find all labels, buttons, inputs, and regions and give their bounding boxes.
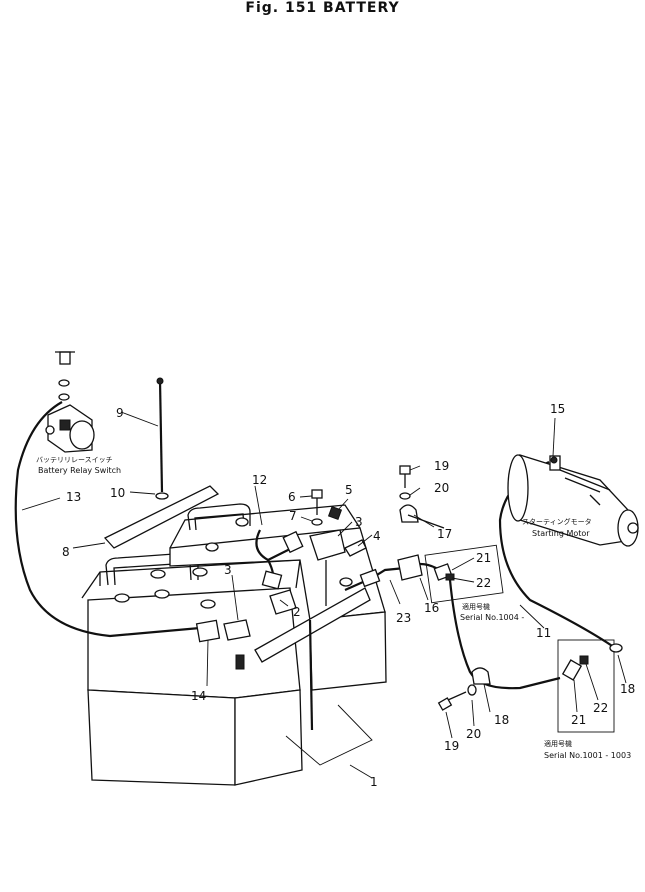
- callout-11: 11: [536, 626, 551, 640]
- serial-a-label-jp: 適用号機: [462, 602, 490, 611]
- leader-lines: [21, 411, 627, 779]
- figure-title: Fig. 151 BATTERY: [245, 0, 400, 16]
- clamp-17: [399, 504, 419, 523]
- callout-23: 23: [396, 611, 411, 625]
- serial-b-label-en: Serial No.1001 - 1003: [544, 751, 631, 760]
- callout-10: 10: [110, 486, 125, 500]
- callout-22b: 22: [593, 701, 608, 715]
- callout-13: 13: [66, 490, 81, 504]
- callout-18a: 18: [620, 682, 635, 696]
- callouts: 1 2 3 3 4 5 6 7 8 9 10 11 12 13 14 15 16…: [62, 402, 635, 789]
- serial-a-label-en: Serial No.1004 -: [460, 613, 524, 622]
- callout-18b: 18: [494, 713, 509, 727]
- callout-8: 8: [62, 545, 70, 559]
- long-bolt-9: [158, 379, 164, 493]
- starting-motor: [507, 454, 639, 547]
- callout-17: 17: [437, 527, 452, 541]
- callout-20a: 20: [434, 481, 449, 495]
- serial-b-label-jp: 適用号機: [544, 739, 572, 748]
- callout-5: 5: [345, 483, 353, 497]
- terminal-3b: [309, 529, 346, 561]
- cable-11: [448, 579, 561, 690]
- relay-switch-label-jp: バッテリリレースイッチ: [36, 456, 113, 464]
- callout-12: 12: [252, 473, 267, 487]
- callout-1: 1: [370, 775, 378, 789]
- callout-19a: 19: [434, 459, 449, 473]
- relay-switch-label-en: Battery Relay Switch: [38, 466, 121, 475]
- callout-4: 4: [373, 529, 381, 543]
- hold-down-bar: [103, 485, 220, 549]
- cable-13: [14, 401, 201, 638]
- callout-2: 2: [293, 605, 301, 619]
- terminal-3a: [223, 619, 251, 641]
- battery-front: [81, 552, 303, 786]
- starting-motor-label-en: Starting Motor: [532, 529, 590, 538]
- hold-down-bar-front: [254, 587, 371, 663]
- callout-19b: 19: [444, 739, 459, 753]
- callout-15: 15: [550, 402, 565, 416]
- callout-7: 7: [289, 509, 297, 523]
- callout-6: 6: [288, 490, 296, 504]
- battery-relay-switch: [45, 351, 95, 453]
- callout-14: 14: [191, 689, 206, 703]
- callout-3b: 3: [355, 515, 363, 529]
- cable-12: [255, 529, 297, 562]
- callout-20b: 20: [466, 727, 481, 741]
- starting-motor-label-jp: スターティングモータ: [522, 517, 592, 526]
- callout-16: 16: [424, 601, 439, 615]
- connector-21b: [561, 659, 583, 681]
- callout-9: 9: [116, 406, 124, 420]
- callout-21b: 21: [571, 713, 586, 727]
- callout-22a: 22: [476, 576, 491, 590]
- cable-end-14: [195, 619, 221, 643]
- cable-23: [344, 566, 406, 592]
- long-bolt-front: [308, 619, 314, 731]
- callout-3a: 3: [224, 563, 232, 577]
- callout-21a: 21: [476, 551, 491, 565]
